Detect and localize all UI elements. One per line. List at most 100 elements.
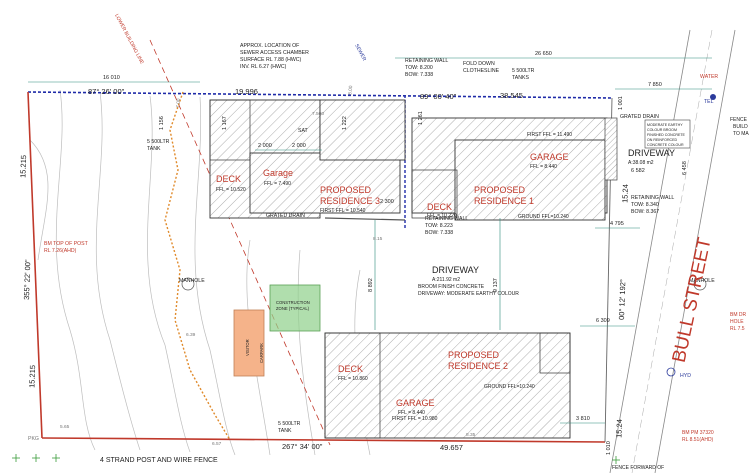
earthy-note-box (644, 119, 691, 149)
dim-1156: 1 156 (159, 116, 165, 130)
bm-left-2: RL 7.26(AHD) (44, 248, 77, 254)
r3-name-2: RESIDENCE 3 (320, 196, 380, 206)
r1-garage: GARAGE (530, 152, 569, 162)
residence-2 (324, 332, 571, 439)
bottom-bearing: 267° 34' 00" (282, 442, 323, 451)
earthy-note-1: MODERATE EARTHY (647, 123, 683, 127)
tel-label: TEL (704, 99, 714, 105)
sewer-tag: SEWER (353, 43, 367, 62)
clothesline-1: FOLD DOWN (463, 61, 495, 67)
r2-deck-ffl: FFL = 10.860 (338, 376, 368, 382)
tank-left-1: 5 500LTR (147, 139, 170, 145)
right-bearing: 00° 12' 192° (617, 279, 627, 320)
landscape-edge (164, 91, 231, 441)
sewer-note-3: SURFACE RL 7.88 (HWC) (240, 57, 301, 63)
bm-right-3: RL 7.5 (730, 326, 745, 332)
level-7500: 7.500 (312, 111, 324, 117)
dim-9137: 9 137 (493, 278, 499, 292)
dim-3810: 3 810 (576, 416, 590, 422)
manhole-right: MANHOLE (689, 278, 715, 284)
dim-6309: 6 309 (596, 318, 610, 324)
driveway-area: A:211.92 m2 (432, 277, 460, 283)
r3-deck: DECK (216, 174, 241, 184)
retaining-wall-grey (324, 217, 406, 221)
dim-1010: 1 010 (606, 441, 612, 455)
retaining-wall-top-3: BOW: 7.338 (405, 72, 433, 78)
driveway-right-area: A:38.08 m2 (628, 160, 654, 166)
dim-6458: 6 458 (682, 161, 688, 175)
lower-building-line (149, 39, 331, 446)
r3-garage-ffl: FFL = 7.490 (264, 181, 291, 187)
lower-building-line-label: LOWER BUILDING LINE (113, 13, 145, 66)
left-side-lower: 15.215 (27, 365, 37, 388)
left-bearing: 355° 22' 00" (22, 259, 32, 300)
retaining-wall-mid-2: TOW: 8.223 (425, 223, 453, 229)
r1-name-1: PROPOSED (474, 185, 526, 195)
dim-top-overall: 26 650 (535, 51, 552, 57)
driveway-finish: BROOM FINISH CONCRETE (418, 284, 485, 290)
water-label: WATER (700, 74, 718, 80)
level-8350: 8.35 (466, 432, 476, 438)
driveway-right-title: DRIVEWAY (628, 148, 675, 158)
sewer-note-2: SEWER ACCESS CHAMBER (240, 50, 309, 56)
earthy-note-4: ON REINFORCED (647, 138, 678, 142)
earthy-note-2: COLOUR BROOM (647, 128, 677, 132)
retaining-wall-mid-1: RETAINING WALL (425, 216, 468, 222)
r1-ground-ffl: GROUND FFL=10.240 (518, 214, 569, 220)
retaining-wall-top-1: RETAINING WALL (405, 58, 448, 64)
bearing-top-right: 89° 00' 40" (420, 92, 457, 101)
r1-name-2: RESIDENCE 1 (474, 196, 534, 206)
r3-first-ffl: FIRST FFL = 10.540 (320, 208, 366, 214)
r2-name-1: PROPOSED (448, 350, 500, 360)
bm-bottom-1: BM PM 37320 (682, 430, 714, 436)
level-8150: 8.15 (373, 236, 383, 242)
r2-garage: GARAGE (396, 398, 435, 408)
construction-zone (269, 284, 321, 332)
dim-8892: 8 892 (368, 278, 374, 292)
retaining-wall-mid-3: BOW: 7.338 (425, 230, 453, 236)
tank-bottom-1: 5 500LTR (278, 421, 301, 427)
grated-drain: GRATED DRAIN (266, 213, 305, 219)
sat-label: SAT (298, 128, 309, 134)
fence-top-right-1: FENCE (730, 117, 748, 123)
bottom-boundary: 49.657 (440, 443, 463, 452)
level-6390: 6.39 (186, 332, 196, 338)
property-boundary (27, 91, 613, 443)
tanks-top-1: 5 500LTR (512, 68, 535, 74)
top-boundary: 19.996 (235, 87, 258, 96)
dimension-lines (28, 57, 712, 424)
fence-top-right-2: BUILD (733, 124, 748, 130)
r2-garage-ffl-1: FFL = 8.440 (398, 410, 425, 416)
construction-zone-1: CONSTRUCTION (276, 300, 310, 305)
retaining-wall-top-2: TOW: 8.200 (405, 65, 433, 71)
bm-left-1: BM TOP OF POST (44, 241, 89, 247)
residence-3 (209, 99, 406, 219)
residence-1 (411, 117, 608, 221)
tank-left-2: TANK (147, 146, 161, 152)
bm-right-1: BM DR (730, 312, 747, 318)
dim-6582: 6 582 (631, 168, 645, 174)
r2-name-2: RESIDENCE 2 (448, 361, 508, 371)
dim-top-left: 16 010 (103, 75, 120, 81)
driveway-title: DRIVEWAY (432, 265, 479, 275)
r2-deck: DECK (338, 364, 363, 374)
right-side-lower: 15.24 (614, 419, 624, 438)
visitor-carpark (233, 309, 265, 377)
visitor-carpark-2: CARPARK (259, 343, 264, 363)
dim-4795: 4 795 (610, 221, 624, 227)
grass-marks (12, 454, 620, 464)
services (181, 94, 716, 377)
r1-deck: DECK (427, 202, 452, 212)
dim-7850: 7 850 (648, 82, 662, 88)
tank-bottom-2: TANK (278, 428, 292, 434)
fence-forward: FENCE FORWARD OF (612, 465, 664, 471)
road-reserve (609, 29, 736, 473)
top-boundary-right: 38.545 (500, 91, 523, 100)
r1-deck-ffl: FFL = 10.220 (427, 213, 457, 219)
clothesline-2: CLOTHESLINE (463, 68, 500, 74)
dim-1001: 1 001 (618, 96, 624, 110)
construction-zone-2: ZONE (TYPICAL) (276, 306, 310, 311)
bm-right-2: HOLE (730, 319, 744, 325)
bearing-top: 87° 26' 00" (88, 87, 125, 96)
r2-garage-ffl-2: FIRST FFL = 10.980 (392, 416, 438, 422)
